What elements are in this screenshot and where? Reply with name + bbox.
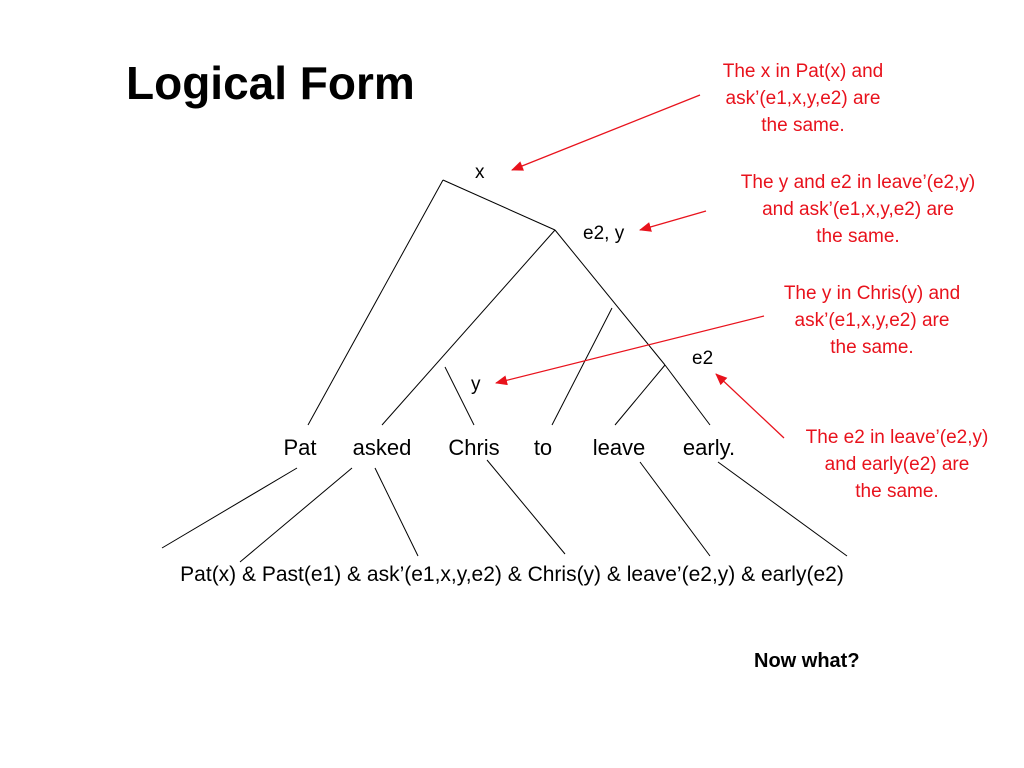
annotation-line: the same. xyxy=(761,115,845,136)
node-label-y: y xyxy=(471,374,481,395)
connector-line xyxy=(161,467,298,549)
tree-edge xyxy=(307,179,444,426)
arrow-y xyxy=(495,315,765,386)
annotation-e2-y: The y and e2 in leave’(e2,y) and ask’(e1… xyxy=(741,169,975,250)
node-label-e2: e2 xyxy=(692,348,714,369)
annotation-y: The y in Chris(y) and ask’(e1,x,y,e2) ar… xyxy=(784,280,960,361)
connector-line xyxy=(239,467,353,563)
connector-line xyxy=(374,467,419,557)
annotation-line: ask’(e1,x,y,e2) are xyxy=(794,310,950,331)
tree-edge xyxy=(381,229,556,426)
tree-edge xyxy=(551,307,613,426)
connectors xyxy=(161,459,848,563)
word-leave: leave xyxy=(592,435,646,460)
word-pat: Pat xyxy=(283,435,317,460)
tree-edge xyxy=(554,229,666,366)
arrow-e2 xyxy=(715,373,785,439)
node-label-e2-y: e2, y xyxy=(583,223,625,244)
annotation-line: The y in Chris(y) and xyxy=(783,283,961,304)
annotation-line: and ask’(e1,x,y,e2) are xyxy=(762,199,954,220)
tree-edge xyxy=(442,179,556,231)
word-to: to xyxy=(533,435,553,460)
connector-line xyxy=(486,459,566,555)
annotation-line: The e2 in leave’(e2,y) xyxy=(805,427,989,448)
arrow-x xyxy=(511,94,701,171)
arrows xyxy=(495,94,785,439)
annotation-line: and early(e2) are xyxy=(824,454,970,475)
tree-edge xyxy=(664,364,711,426)
page-title: Logical Form xyxy=(126,57,415,109)
annotation-line: the same. xyxy=(816,226,900,247)
annotation-e2: The e2 in leave’(e2,y) and early(e2) are… xyxy=(806,424,989,505)
annotation-line: the same. xyxy=(830,337,914,358)
node-label-x: x xyxy=(475,162,485,183)
annotation-line: The y and e2 in leave’(e2,y) xyxy=(740,172,976,193)
word-early: early. xyxy=(682,435,736,460)
logical-form-formula: Pat(x) & Past(e1) & ask’(e1,x,y,e2) & Ch… xyxy=(180,563,844,586)
word-asked: asked xyxy=(352,435,412,460)
annotation-line: ask’(e1,x,y,e2) are xyxy=(725,88,881,109)
tree xyxy=(307,179,711,426)
tree-edge xyxy=(614,364,666,426)
footer-question: Now what? xyxy=(754,650,860,672)
annotation-line: the same. xyxy=(855,481,939,502)
connector-line xyxy=(717,461,848,557)
arrow-e2-y xyxy=(639,210,707,232)
connector-line xyxy=(639,461,711,557)
annotation-x: The x in Pat(x) and ask’(e1,x,y,e2) are … xyxy=(723,58,884,139)
word-chris: Chris xyxy=(448,435,500,460)
annotation-line: The x in Pat(x) and xyxy=(722,61,884,82)
tree-edge xyxy=(444,366,475,426)
